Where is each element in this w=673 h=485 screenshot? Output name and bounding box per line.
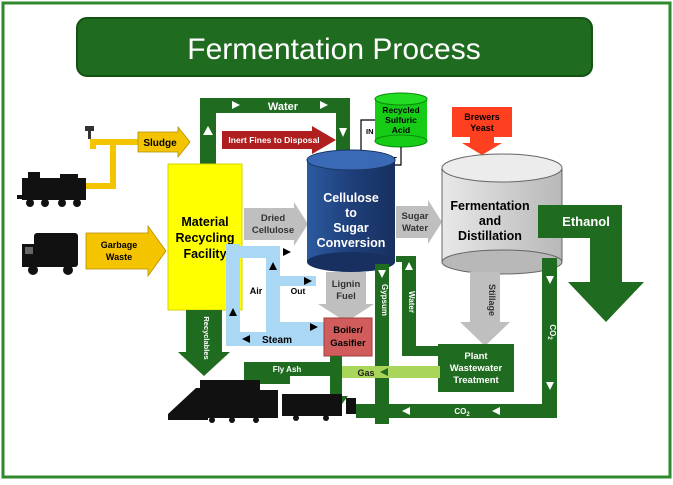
lignin-fuel-label-2: Fuel (336, 291, 356, 302)
sludge-pipe (84, 139, 138, 189)
fly-ash-label: Fly Ash (273, 365, 302, 374)
co2-arrow-icons (402, 276, 554, 415)
co2-right-subscript: 2 (546, 336, 552, 340)
inert-fines-arrow (222, 126, 336, 154)
mrf-label-3: Facility (183, 247, 226, 261)
recyclables-label: Recyclables (202, 316, 211, 359)
train-icon (168, 380, 356, 423)
sugar-water-label-1: Sugar (402, 211, 429, 222)
sugar-water-arrow (396, 200, 442, 244)
acid-in-label: IN (366, 127, 374, 136)
steam-air-loop (226, 244, 328, 346)
lignin-fuel-label-1: Lignin (332, 279, 361, 290)
co2-right-text: CO (548, 324, 557, 336)
gas-label: Gas (357, 368, 374, 378)
gypsum-arrow-icon (378, 270, 386, 278)
stillage-label: Stillage (487, 284, 497, 316)
inert-fines-label: Inert Fines to Disposal (228, 135, 319, 145)
sludge-arrow (137, 125, 191, 159)
co2-right-label: CO2 (546, 324, 557, 340)
plant-wastewater-label-1: Plant (464, 351, 488, 362)
fly-ash-arrow (244, 362, 330, 384)
faucet-icon (85, 126, 94, 139)
cellulose-conversion-tank (306, 149, 396, 272)
gypsum-pipe (375, 264, 389, 424)
mrf-label-1: Material (181, 215, 228, 229)
brewers-yeast-arrow (462, 137, 502, 155)
garbage-waste-arrow (85, 224, 167, 278)
ethanol-label: Ethanol (562, 214, 610, 229)
sugar-water-label-2: Water (402, 223, 428, 234)
steam-label: Steam (262, 335, 292, 346)
garbage-waste-label-2: Waste (106, 252, 132, 262)
brewers-yeast-label-1: Brewers (464, 112, 500, 122)
co2-bottom-subscript: 2 (466, 412, 470, 418)
plant-wastewater-box (438, 344, 514, 392)
cellulose-conversion-label-4: Conversion (317, 236, 386, 250)
mrf-label-2: Recycling (175, 231, 234, 245)
locomotive-icon (17, 172, 86, 207)
boiler-gasifier-box (323, 317, 373, 357)
out-boiler-label: Out (291, 286, 306, 296)
brewers-yeast-label-2: Yeast (470, 123, 494, 133)
air-label: Air (250, 286, 263, 296)
fermentation-label-2: and (479, 214, 501, 228)
sulfuric-acid-label-2: Sulfuric (385, 115, 417, 125)
cellulose-conversion-label-3: Sugar (333, 221, 369, 235)
sulfuric-acid-label-3: Acid (392, 125, 410, 135)
boiler-label-2: Gasifier (330, 338, 366, 349)
gas-pipe (340, 366, 440, 378)
co2-return-pipe (356, 258, 557, 418)
recyclables-arrow (178, 310, 230, 376)
gypsum-label: Gypsum (380, 284, 389, 316)
steam-air-arrow-icons (229, 248, 318, 343)
title-text: Fermentation Process (187, 33, 480, 66)
garbage-waste-label-1: Garbage (101, 240, 138, 250)
brewers-yeast-box (452, 107, 512, 137)
ethanol-arrow (538, 205, 644, 322)
title-banner (76, 17, 593, 77)
co2-bottom-text: CO (454, 407, 466, 416)
cellulose-conversion-label-1: Cellulose (323, 191, 379, 205)
water-vertical-label: Water (407, 291, 416, 313)
sulfuric-acid-label-1: Recycled (382, 105, 419, 115)
dried-cellulose-label-2: Cellulose (252, 225, 294, 236)
stillage-arrow (460, 272, 510, 346)
water-loop-arrow-icons (203, 101, 347, 137)
water-top-label: Water (268, 101, 299, 113)
gas-arrow-icon (380, 368, 388, 376)
sulfuric-acid-tank (374, 92, 428, 148)
water-return-arrow-icon (405, 262, 413, 270)
dried-cellulose-label-1: Dried (261, 213, 285, 224)
sludge-label: Sludge (143, 138, 177, 149)
water-return-pipe (396, 256, 462, 356)
cellulose-conversion-label-2: to (345, 206, 357, 220)
garbage-truck-icon (22, 233, 78, 275)
boiler-label-1: Boiler/ (333, 325, 363, 336)
fermentation-label-3: Distillation (458, 229, 522, 243)
plant-wastewater-label-2: Wastewater (450, 363, 503, 374)
fermentation-label-1: Fermentation (450, 199, 529, 213)
plant-wastewater-label-3: Treatment (453, 375, 499, 386)
dried-cellulose-arrow (244, 202, 308, 246)
co2-bottom-label: CO2 (454, 407, 470, 418)
lignin-fuel-arrow (318, 272, 374, 322)
